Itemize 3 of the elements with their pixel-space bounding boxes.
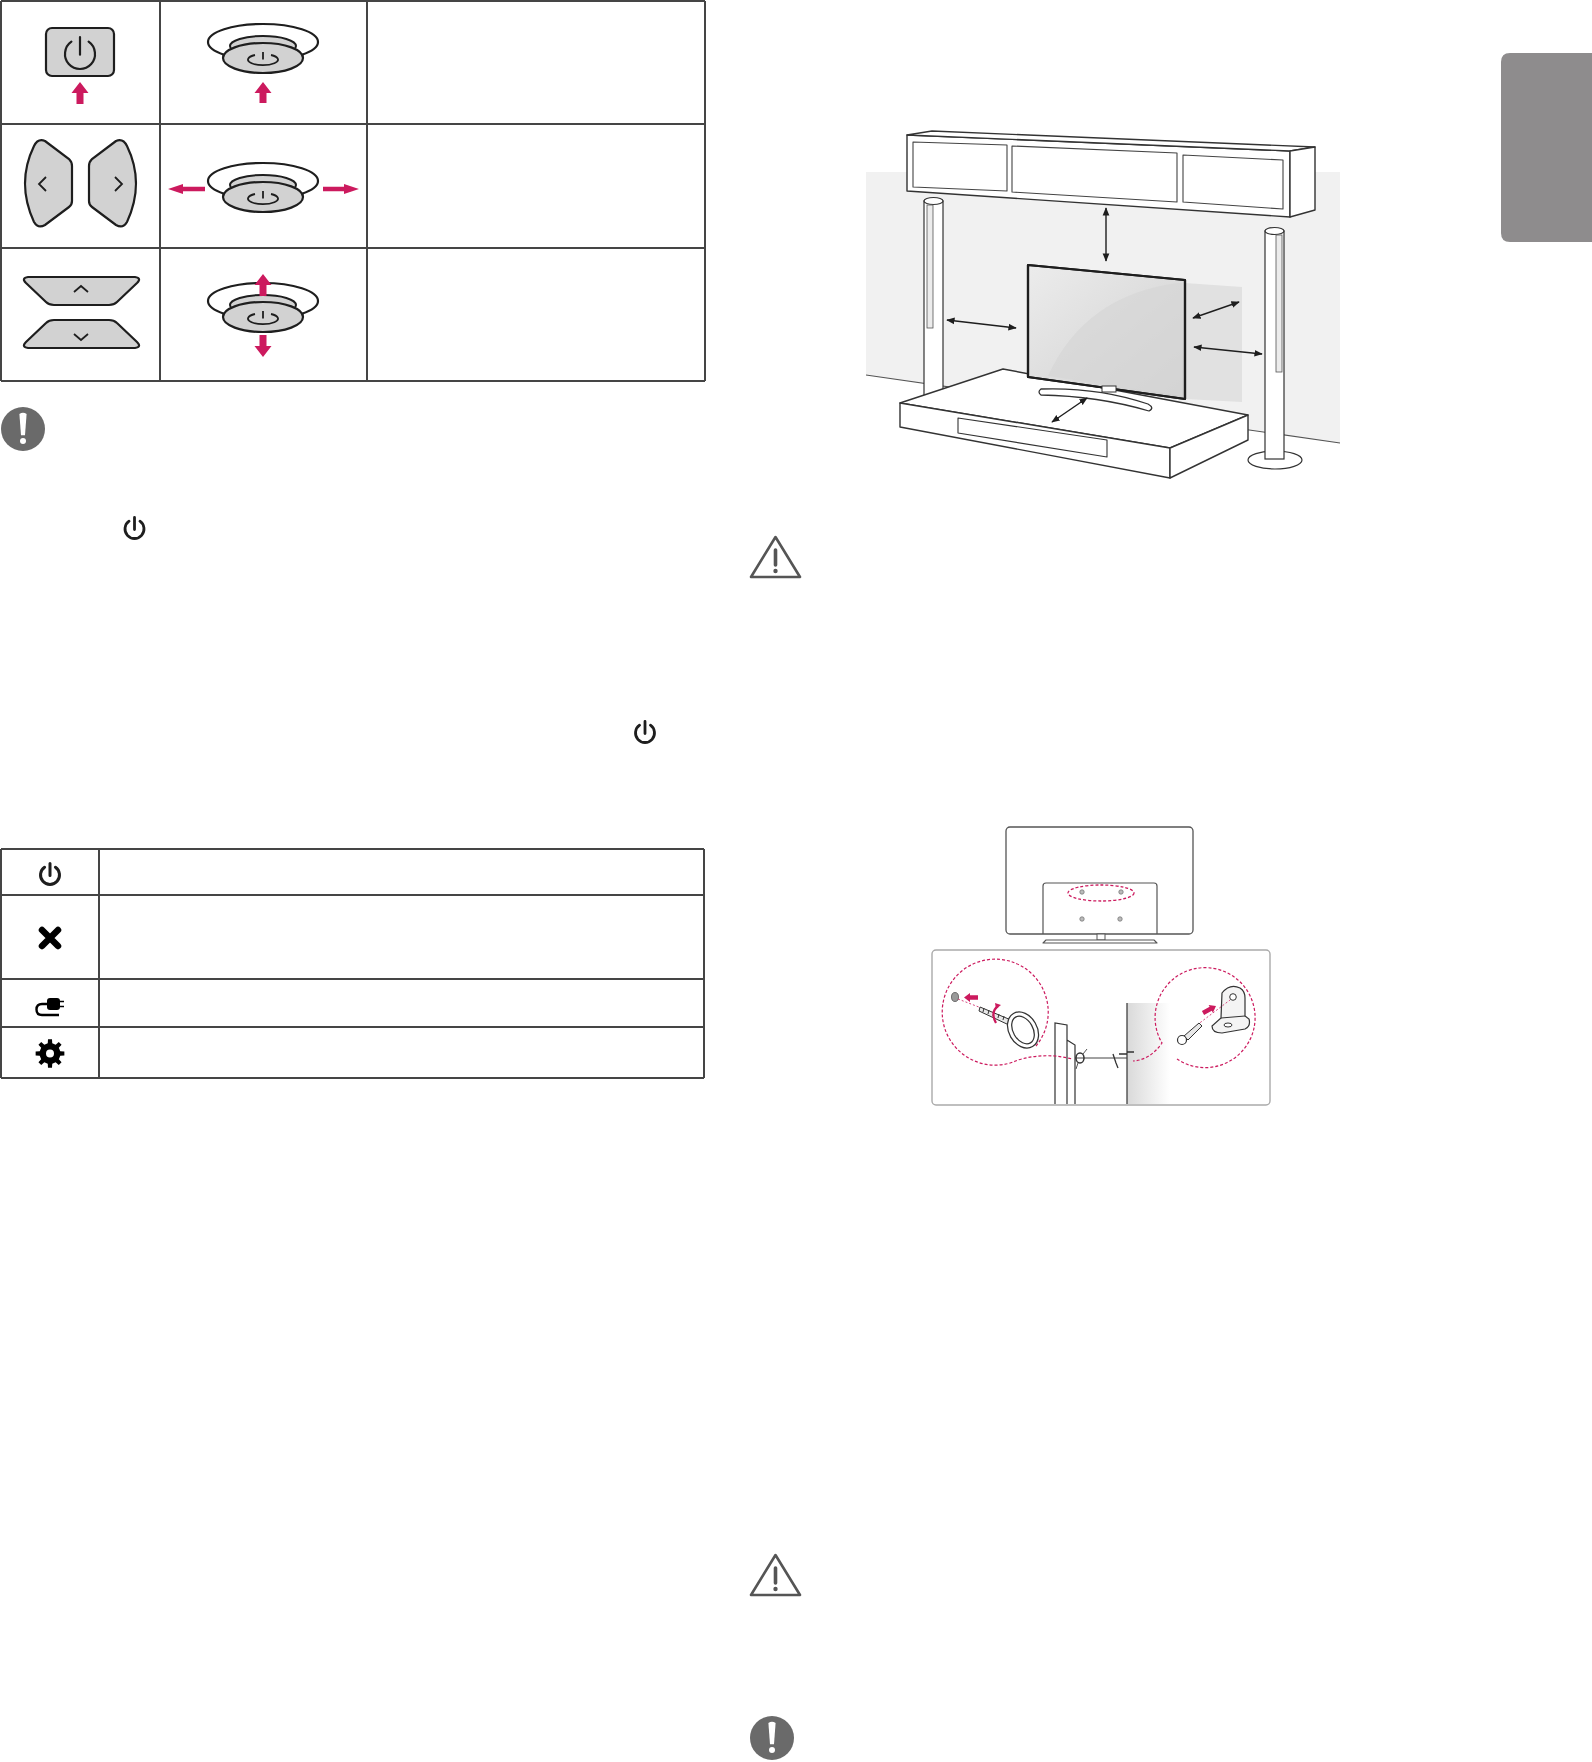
tv-clearance-illustration: [865, 130, 1341, 479]
wall-anchor-illustration: [931, 826, 1271, 1106]
page-tab: [1501, 53, 1592, 242]
